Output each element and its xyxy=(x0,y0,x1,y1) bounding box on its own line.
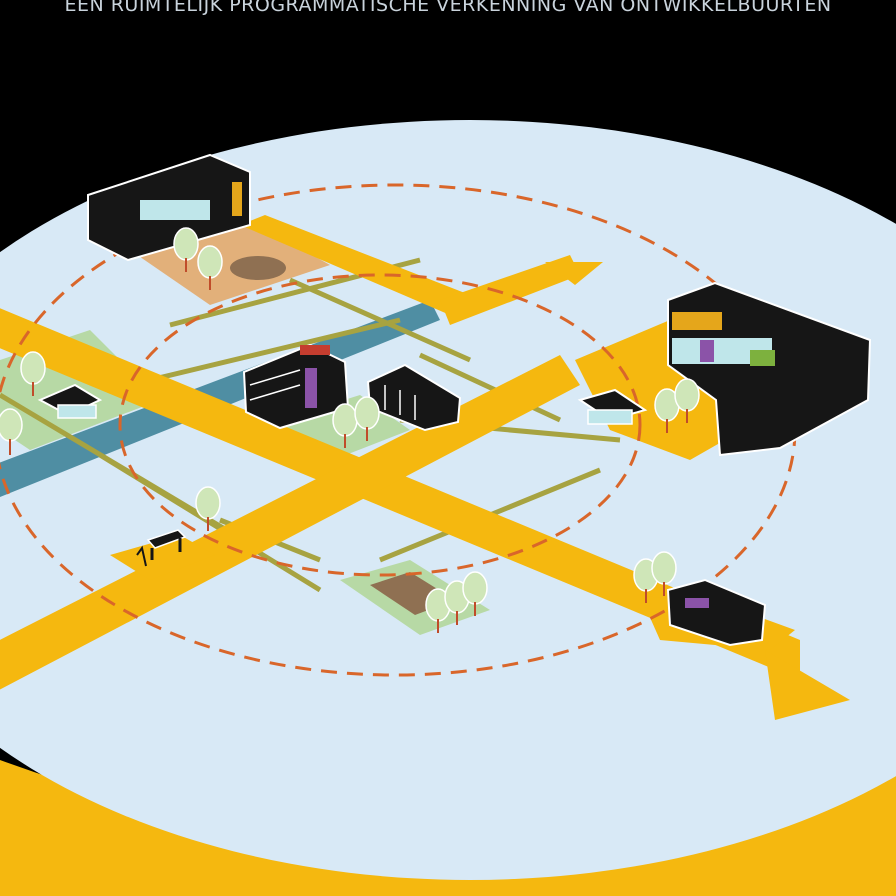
building-icon xyxy=(242,343,350,430)
building-icon xyxy=(37,383,103,419)
building-icon xyxy=(666,578,767,647)
tree-icon xyxy=(354,396,380,441)
dashed-circle-inner xyxy=(118,273,642,577)
main-road xyxy=(0,300,800,680)
bench-icon xyxy=(136,529,187,567)
cover-subtitle: EEN RUIMTELIJK PROGRAMMATISCHE VERKENNIN… xyxy=(64,0,832,16)
yard-circle xyxy=(230,256,286,280)
tree-icon xyxy=(0,408,23,455)
arrow-icon xyxy=(765,650,850,720)
tree-icon xyxy=(651,551,677,596)
tree-icon xyxy=(197,245,223,290)
bench-area xyxy=(110,535,215,580)
building-icon xyxy=(667,281,872,457)
building-icon xyxy=(577,388,648,425)
arrow-icon xyxy=(545,262,603,285)
road-east xyxy=(440,255,580,325)
tree-icon xyxy=(195,486,221,531)
road-north xyxy=(240,215,470,315)
tree-icon xyxy=(173,227,199,272)
tree-icon xyxy=(462,571,488,616)
tree-icon xyxy=(674,378,700,423)
tree-icon xyxy=(20,351,46,396)
building-icon xyxy=(87,153,251,262)
